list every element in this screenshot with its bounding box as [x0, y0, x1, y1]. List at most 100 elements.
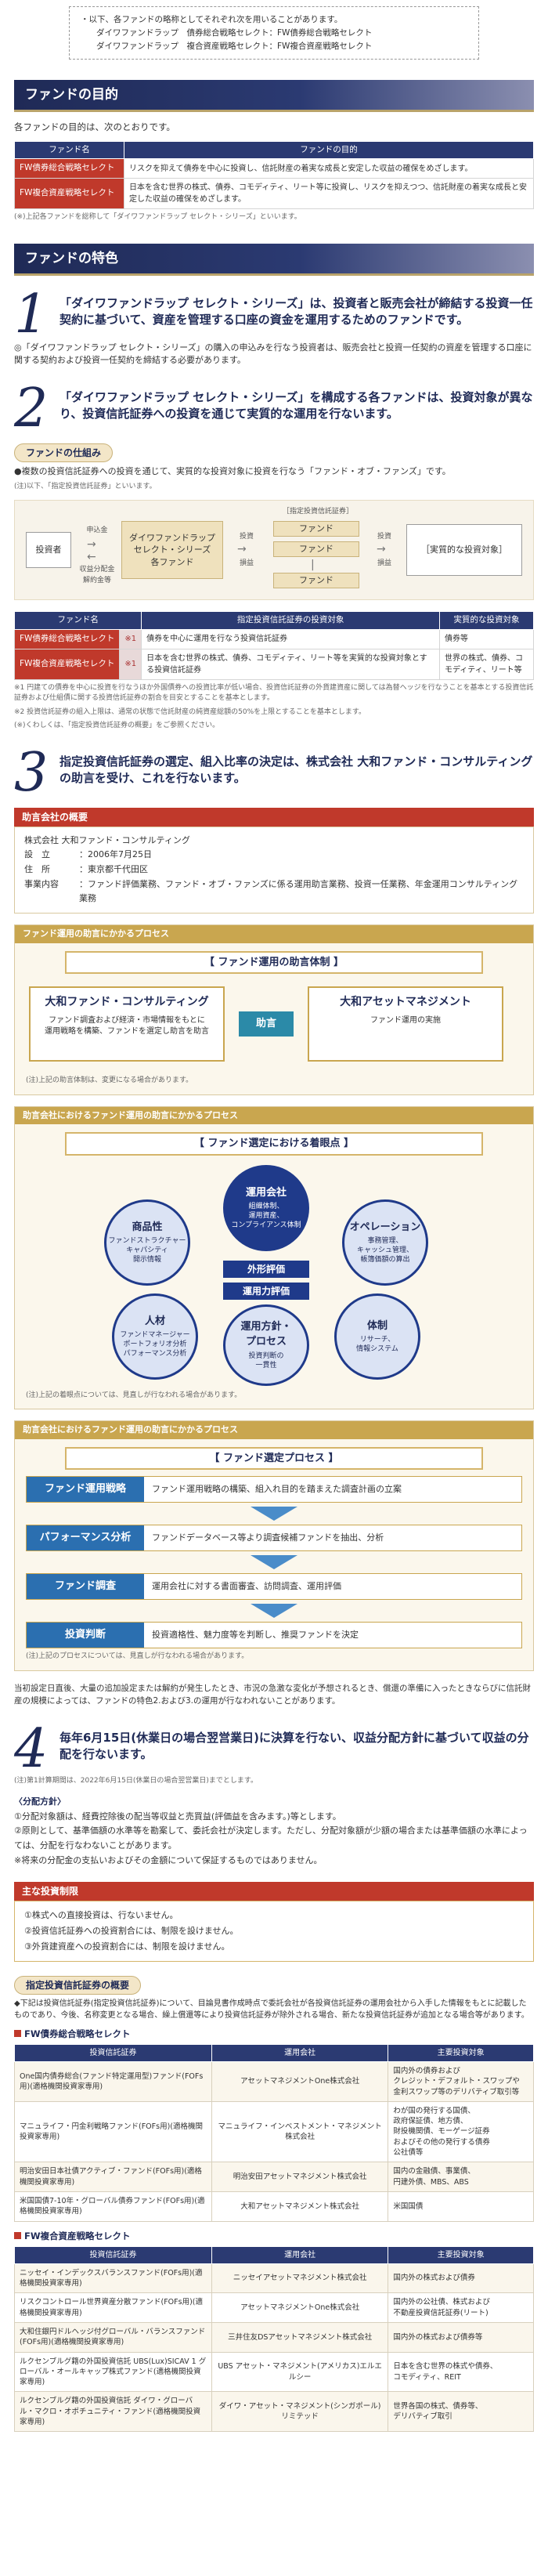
- distribution-item: ①分配対象額は、経費控除後の配当等収益と売買益(評価益を含みます。)等とします。: [14, 1811, 341, 1822]
- advisor-value: ：東京都千代田区: [79, 864, 148, 875]
- profit-label: 収益分配金 解約金等: [79, 566, 115, 584]
- investor-box: 投資者: [26, 532, 71, 569]
- table-header: ファンドの目的: [124, 140, 534, 160]
- fund-cell: ニッセイ・インデックスバランスファンド(FOFs用)(適格機関投資家専用): [14, 2263, 212, 2294]
- real-target-cell: 世界の株式、債券、コモディティ、リート等: [439, 648, 534, 680]
- designated-heading: 指定投資信託証券の概要: [14, 1975, 142, 1995]
- step-desc: ファンドデータベース等より調査候補ファンドを抽出、分析: [152, 1532, 384, 1543]
- fund-cell: マニュライフ・円金利戦略ファンド(FOFs用)(適格機関投資家専用): [14, 2100, 212, 2163]
- limit-item: ③外貨建資産への投資割合には、制限を設けません。: [24, 1941, 230, 1952]
- table-header: 実質的な投資対象: [439, 611, 534, 630]
- manager-cell: 明治安田アセットマネジメント株式会社: [211, 2162, 389, 2192]
- invest-label: 投資: [377, 533, 391, 541]
- manager-company-box: 大和アセットマネジメント ファンド運用の実施: [308, 986, 503, 1062]
- panel-note: (注)上記の助言体制は、変更になる場合があります。: [26, 1076, 193, 1085]
- series-box: ダイワファンドラップ セレクト・シリーズ 各ファンド: [121, 521, 223, 580]
- fund-cell: 米国国債7-10年・グローバル債券ファンド(FOFs用)(適格機関投資家専用): [14, 2191, 212, 2222]
- return-label: 損益: [239, 559, 254, 568]
- designated-label: ［指定投資信託証券］: [282, 508, 353, 516]
- feature-point-2: 2 「ダイワファンドラップ セレクト・シリーズ」を構成する各ファンドは、投資対象…: [14, 377, 534, 440]
- page: ・以下、各ファンドの略称としてそれぞれ次を用いることがあります。 ダイワファンド…: [0, 6, 548, 2448]
- feature-point-4: 4 毎年6月15日(休業日の場合翌営業日)に決算を行ない、収益分配方針に基づいて…: [14, 1723, 534, 1776]
- real-target-cell: 債券等: [439, 628, 534, 649]
- target-cell: 国内外の公社債、株式および 不動産投資信託証券(リート): [388, 2292, 534, 2323]
- table-header: 主要投資対象: [388, 2245, 534, 2264]
- fund-structure-diagram: 投資者 申込金 → ← 収益分配金 解約金等 ダイワファンドラップ セレクト・シ…: [14, 500, 534, 601]
- manager-cell: UBS アセット・マネジメント(アメリカス)エルエルシー: [211, 2351, 389, 2393]
- circle-desc: 事務管理、 キャッシュ管理、 帳簿価額の算出: [356, 1237, 413, 1264]
- table-row: One国内債券総合(ファンド特定運用型)ファンド(FOFs用)(適格機関投資家専…: [14, 2061, 534, 2102]
- note-line: ダイワファンドラップ 複合資産戦略セレクト：FW複合資産戦略セレクト: [96, 41, 373, 51]
- distribution-policy: 〈分配方針〉 ①分配対象額は、経費控除後の配当等収益と売買益(評価益を含みます。…: [14, 1795, 534, 1868]
- point-number: 2: [14, 377, 49, 440]
- manager-cell: マニュライフ・インベストメント・マネジメント株式会社: [211, 2100, 389, 2163]
- category-title: FW複合資産戦略セレクト: [14, 2230, 534, 2243]
- target-cell: わが国の発行する国債、 政府保証債、地方債、 財投機関債、モーゲージ証券 および…: [388, 2100, 534, 2163]
- fund-footnote: (※)くわしくは、「指定投資信託証券の概要」をご参照ください。: [14, 722, 220, 730]
- box-title: 大和アセットマネジメント: [340, 996, 471, 1009]
- panel-heading: 助言会社におけるファンド運用の助言にかかるプロセス: [15, 1106, 533, 1125]
- fund-box: ファンド: [273, 541, 359, 558]
- step-desc: 投資適格性、魅力度等を判断し、推奨ファンドを決定: [152, 1629, 359, 1640]
- fund-cell: One国内債券総合(ファンド特定運用型)ファンド(FOFs用)(適格機関投資家専…: [14, 2061, 212, 2102]
- arrow-left-icon: ←: [87, 551, 96, 564]
- fund-footnote: ※1 円建ての債券を中心に投資を行なうほか外国債券への投資比率が低い場合、投資信…: [14, 683, 534, 703]
- viewpoint-system: 体制 リサーチ、 情報システム: [334, 1293, 420, 1380]
- advisor-company-box: 大和ファンド・コンサルティング ファンド調査および経済・市場情報をもとに 運用戦…: [29, 986, 225, 1062]
- objective-table: ファンド名 ファンドの目的 FW債券総合戦略セレクト リスクを抑えて債券を中心に…: [14, 140, 534, 210]
- table-row: 大和住銀円ドルヘッジ付グローバル・バランスファンド(FOFs用)(適格機関投資家…: [14, 2322, 534, 2353]
- point-number: 1: [14, 283, 49, 346]
- note-mark-cell: ※1: [119, 648, 142, 680]
- point-1-note: ◎「ダイワファンドラップ セレクト・シリーズ」の購入の申込みを行なう投資者は、販…: [14, 342, 532, 366]
- arrow-right-icon: →: [237, 543, 247, 556]
- table-row: FW債券総合戦略セレクト ※1 債券を中心に運用を行なう投資信託証券 債券等: [13, 628, 534, 649]
- viewpoint-diagram: 運用会社 組織体制、 運用資産、 コンプライアンス体制 商品性 ファンドストラク…: [26, 1160, 522, 1387]
- advisor-row: 設 立：2006年7月25日: [24, 848, 524, 863]
- limits-heading: 主な投資制限: [14, 1882, 534, 1901]
- panel-note: (注)上記の着眼点については、見直しが行なわれる場合があります。: [26, 1391, 242, 1399]
- arrow-right-icon: →: [377, 543, 386, 556]
- fund-cell: 明治安田日本社債アクティブ・ファンド(FOFs用)(適格機関投資家専用): [14, 2162, 212, 2192]
- box-desc: ファンド調査および経済・市場情報をもとに 運用戦略を構築、ファンドを選定し助言を…: [45, 1016, 209, 1037]
- advisor-row: 住 所：東京都千代田区: [24, 863, 524, 877]
- target-cell: 日本を含む世界の株式、債券、コモディティ、リート等を実質的な投資対象とする投資信…: [141, 648, 440, 680]
- target-cell: 米国国債: [388, 2191, 534, 2222]
- manager-cell: 三井住友DSアセットマネジメント株式会社: [211, 2322, 389, 2353]
- square-bullet-icon: [14, 2231, 21, 2239]
- fund-box: ファンド: [273, 521, 359, 537]
- external-evaluation-tag: 外形評価: [223, 1260, 309, 1278]
- panel-inner-title: 【 ファンド選定における着眼点 】: [65, 1132, 483, 1156]
- table-row: FW複合資産戦略セレクト 日本を含む世界の株式、債券、コモディティ、リート等に投…: [14, 178, 534, 210]
- target-cell: 国内外の株式および債券: [388, 2263, 534, 2294]
- circle-title: 運用会社: [245, 1186, 287, 1199]
- step-desc: ファンド運用戦略の構築、組入れ目的を踏まえた調査計画の立案: [152, 1483, 402, 1494]
- viewpoint-people: 人材 ファンドマネージャー ポートフォリオ分析 パフォーマンス分析: [112, 1293, 198, 1380]
- vertical-line-icon: |: [311, 559, 315, 572]
- fund-footnote: ※2 投資信託証券の組入上限は、通常の状態で信託財産の純資産総額の50%を上限と…: [14, 707, 366, 716]
- category-label: FW複合資産戦略セレクト: [24, 2230, 131, 2241]
- feature-point-3: 3 指定投資信託証券の選定、組入比率の決定は、株式会社 大和ファンド・コンサルテ…: [14, 746, 534, 799]
- section-heading-objective: ファンドの目的: [14, 80, 534, 113]
- mechanism-note-2: (注)以下、「指定投資信託証券」といいます。: [14, 482, 157, 490]
- limit-item: ①株式への直接投資は、行ないません。: [24, 1910, 178, 1921]
- down-arrow-icon: [26, 1551, 522, 1573]
- circle-title: 人材: [144, 1315, 165, 1327]
- table-header: ファンド名: [14, 140, 124, 160]
- fund-name-cell: FW複合資産戦略セレクト: [14, 178, 124, 210]
- circle-desc: ファンドストラクチャー キャパシティ 開示情報: [108, 1237, 186, 1264]
- table-row: ルクセンブルグ籍の外国投資信託 UBS(Lux)SICAV 1 グローバル・オー…: [14, 2351, 534, 2393]
- table-row: リスクコントロール世界資産分散ファンド(FOFs用)(適格機関投資家専用)アセッ…: [14, 2292, 534, 2323]
- table-row: マニュライフ・円金利戦略ファンド(FOFs用)(適格機関投資家専用)マニュライフ…: [14, 2100, 534, 2163]
- limit-item: ②投資信託証券への投資割合には、制限を設けません。: [24, 1926, 239, 1937]
- disclaimer: 当初設定日直後、大量の追加設定または解約が発生したとき、市況の急激な変化が予想さ…: [14, 1683, 532, 1706]
- advisor-row: 事業内容：ファンド評価業務、ファンド・オブ・ファンズに係る運用助言業務、投資一任…: [24, 877, 524, 906]
- selection-viewpoint-panel: 助言会社におけるファンド運用の助言にかかるプロセス 【 ファンド選定における着眼…: [14, 1105, 534, 1410]
- step-title: ファンド運用戦略: [27, 1477, 144, 1503]
- table-header: 運用会社: [211, 2044, 389, 2062]
- panel-heading: 助言会社におけるファンド運用の助言にかかるプロセス: [15, 1421, 533, 1439]
- point-text: 指定投資信託証券の選定、組入比率の決定は、株式会社 大和ファンド・コンサルティン…: [59, 754, 533, 785]
- fund-target-table: ファンド名 指定投資信託証券の投資対象 実質的な投資対象 FW債券総合戦略セレク…: [13, 611, 534, 680]
- manager-cell: ニッセイアセットマネジメント株式会社: [211, 2263, 389, 2294]
- fund-name-cell: FW複合資産戦略セレクト: [13, 648, 121, 680]
- note-line: ダイワファンドラップ 債券総合戦略セレクト：FW債券総合戦略セレクト: [96, 27, 373, 38]
